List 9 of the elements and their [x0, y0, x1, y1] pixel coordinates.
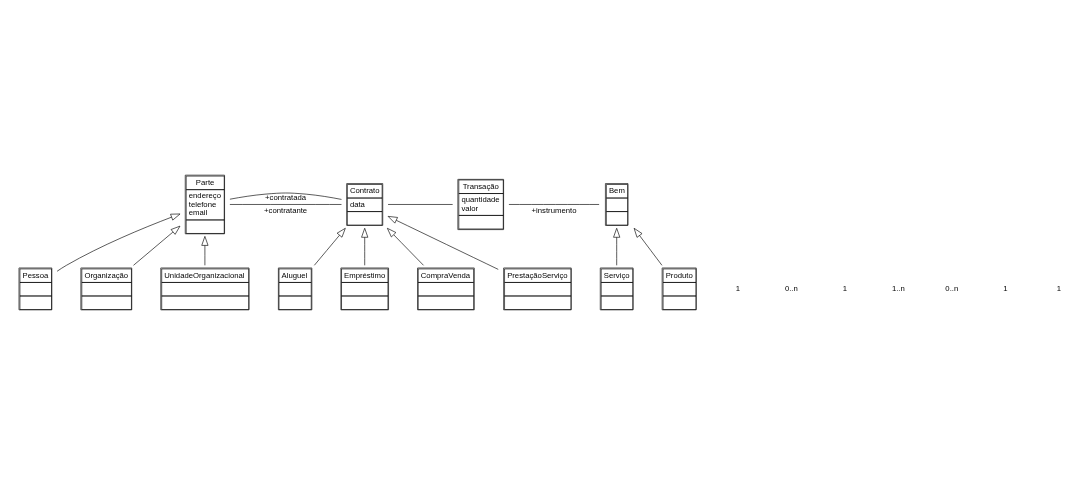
- arrow: [314, 227, 346, 266]
- arrow: [133, 225, 181, 266]
- arrow: [361, 227, 369, 266]
- arrow: [201, 235, 209, 266]
- arrow: [387, 215, 499, 270]
- arrow: [387, 227, 424, 266]
- arrow: [56, 213, 181, 272]
- arrow: [613, 227, 621, 266]
- arrow: [633, 227, 663, 266]
